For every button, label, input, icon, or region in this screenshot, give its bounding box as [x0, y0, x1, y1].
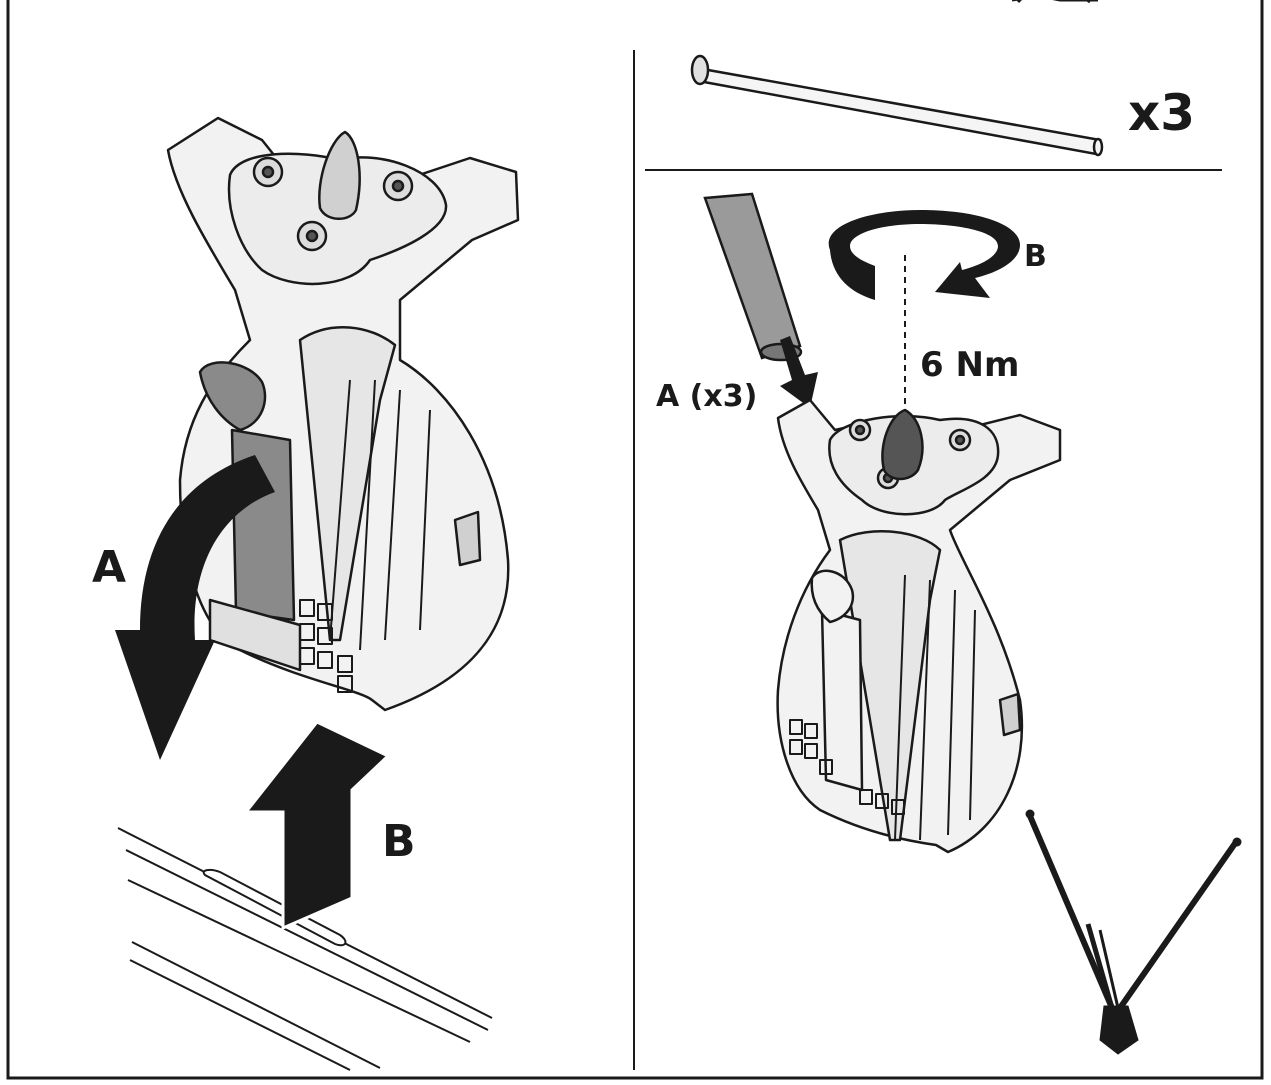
label-b-left: B [382, 816, 416, 867]
insert-arrow-a [780, 336, 818, 408]
diagram-frame [6, 0, 1264, 1080]
rotate-arrow-a [115, 455, 275, 760]
roof-rail [117, 827, 493, 1071]
rotation-arrow-b [828, 210, 1020, 418]
rack-foot-right [776, 398, 1062, 854]
label-b-right: B [1024, 239, 1047, 274]
sleeve-tube [703, 192, 803, 362]
left-panel: A B [92, 116, 520, 1071]
torque-label: 6 Nm [920, 345, 1019, 385]
quantity-label: x3 [1128, 84, 1195, 142]
label-a-multi: A (x3) [656, 379, 757, 414]
torque-wrench-icon [1025, 809, 1242, 1055]
rack-foot-left [166, 116, 520, 712]
bolt-part-icon [690, 54, 1104, 157]
label-a-left: A [92, 542, 126, 593]
right-panel: x3 A (x3) B 6 Nm [656, 54, 1242, 1055]
push-up-arrow-b [242, 720, 391, 931]
